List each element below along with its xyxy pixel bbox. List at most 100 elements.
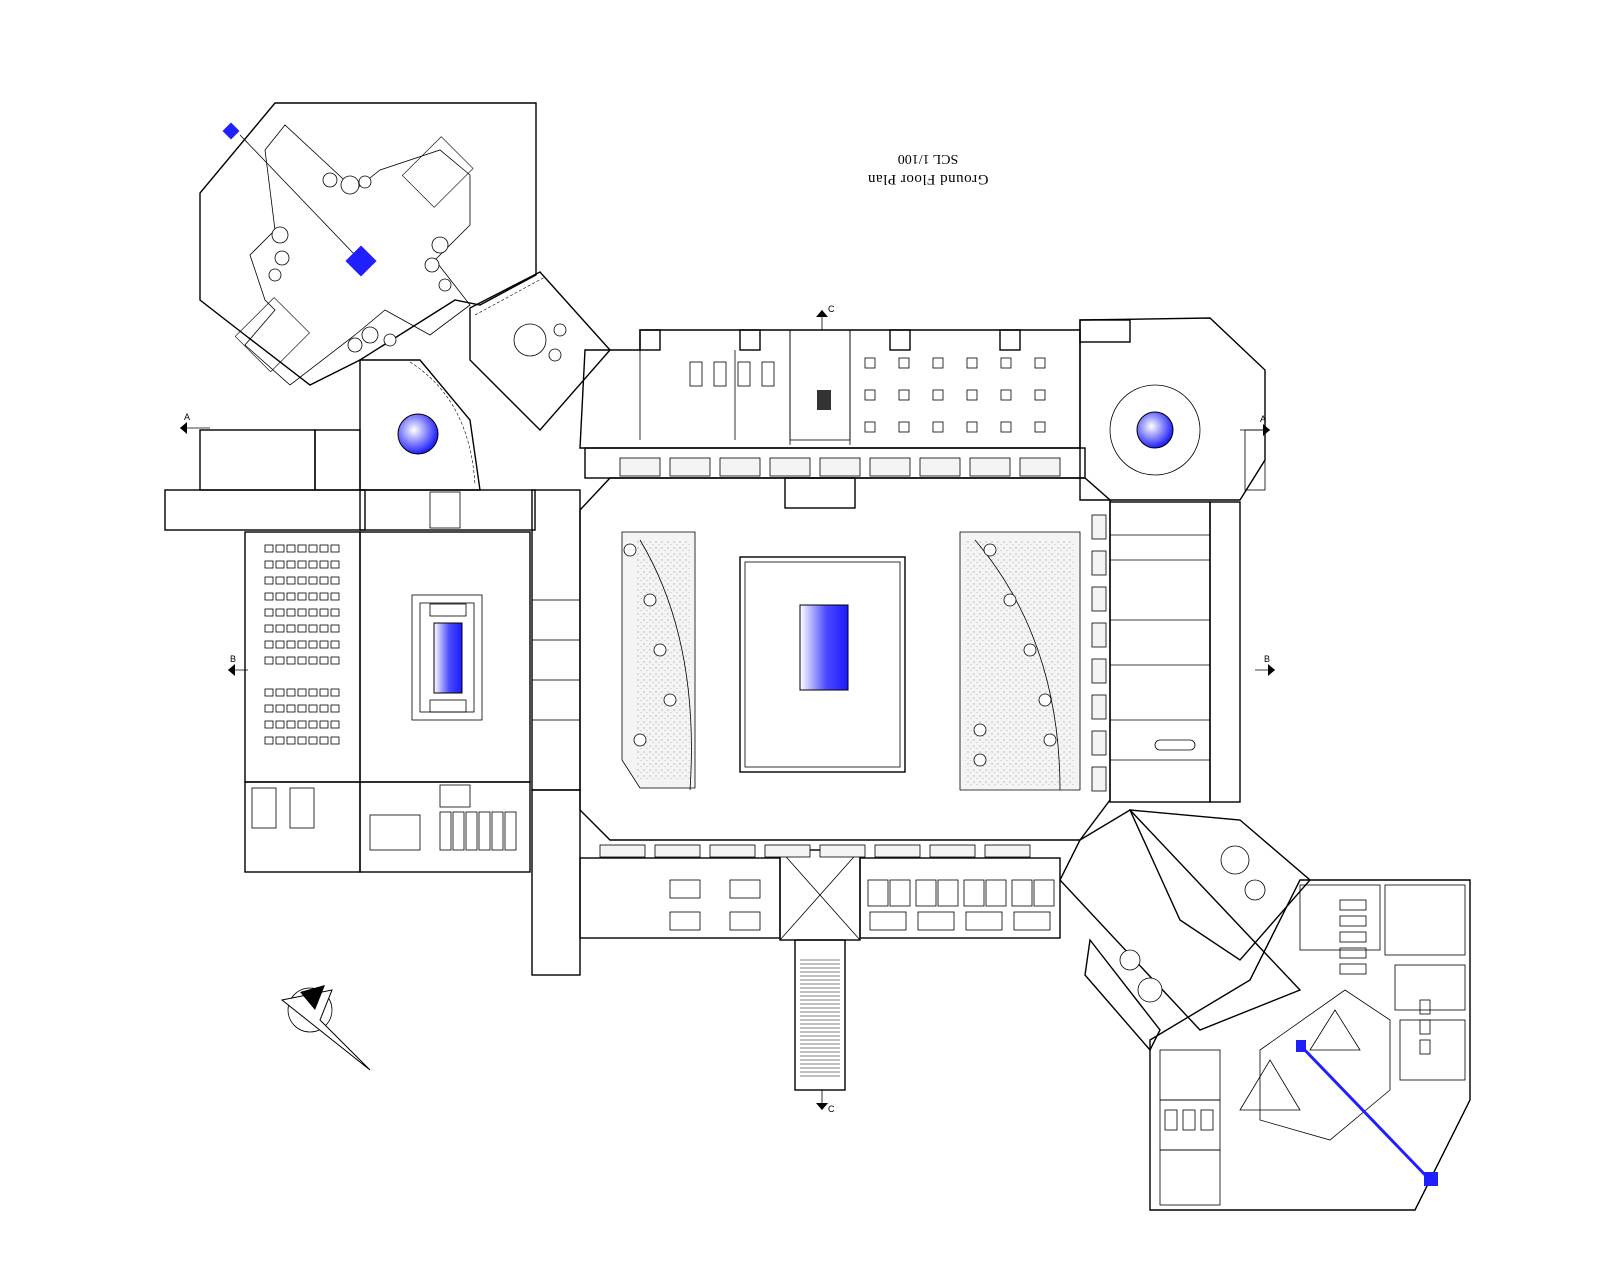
section-label-a-west: A [184,412,190,422]
seat [286,720,296,729]
office-desk [761,361,775,387]
seat [275,560,285,569]
tree-icon [973,753,987,767]
dining-table [898,389,910,401]
seat [264,688,274,697]
central-courtyard [579,477,1111,841]
seat [330,608,340,617]
seat [264,544,274,553]
planter-box [1091,730,1107,756]
seat [297,688,307,697]
seat [319,576,329,585]
seat [319,624,329,633]
seat [319,608,329,617]
seat [286,656,296,665]
seat [286,688,296,697]
seat [275,544,285,553]
planter-box [1091,694,1107,720]
bed [963,879,985,907]
seat [275,656,285,665]
seat [286,592,296,601]
section-marker-icon [228,664,248,676]
seat [275,608,285,617]
dining-table [932,357,944,369]
planter-box [1091,622,1107,648]
seat [275,720,285,729]
seat [308,608,318,617]
planter-box [819,844,866,858]
seat [319,560,329,569]
seat [297,640,307,649]
tree-icon [1043,733,1057,747]
seat [275,704,285,713]
dining-table [1034,421,1046,433]
dining-table [932,421,944,433]
seat [297,608,307,617]
seat [275,576,285,585]
seat [297,544,307,553]
seating-hall [244,531,361,783]
dining-table [966,389,978,401]
section-label-c-south: C [828,1104,835,1114]
seat [286,544,296,553]
se-villa-cluster [1149,879,1471,1211]
bathroom [869,911,907,931]
west-service-block [244,781,531,873]
seat [308,592,318,601]
west-pool-hall [359,531,531,783]
bed [1339,899,1367,911]
dining-table [966,421,978,433]
tree-icon [973,723,987,737]
seat [264,576,274,585]
seat [286,736,296,745]
dining-table [1034,357,1046,369]
planter-box [869,457,911,477]
dining-table [1000,389,1012,401]
tree-icon [663,693,677,707]
drawing-scale: SCL 1/100 [897,151,959,166]
seat [264,656,274,665]
dining-table [898,421,910,433]
seat [308,544,318,553]
seat [264,736,274,745]
bed [1200,1109,1214,1131]
seat [275,640,285,649]
section-marker-icon [1240,424,1270,436]
seat [308,576,318,585]
bed [867,879,889,907]
stall [478,811,491,851]
seat [264,560,274,569]
south-wing [579,844,1061,1091]
bed [1419,1039,1431,1055]
tree-icon [1003,593,1017,607]
planter-box [1091,658,1107,684]
seat [297,656,307,665]
dining-table [1000,357,1012,369]
tree-icon [623,543,637,557]
north-wing [579,329,1081,449]
planter-box [874,844,921,858]
seat [297,576,307,585]
office-desk [737,361,751,387]
bed [889,879,911,907]
stall [439,811,452,851]
seat [308,736,318,745]
tree-icon [1038,693,1052,707]
planter-box [1091,514,1107,540]
office-desk [713,361,727,387]
dining-table [932,389,944,401]
seat [286,560,296,569]
section-label-b-west: B [230,654,236,664]
seat [264,608,274,617]
section-markers: A A B B C C [180,304,1275,1114]
seat [286,624,296,633]
planter-box [819,457,861,477]
planter-box [599,844,646,858]
tree-icon [653,643,667,657]
diagonal-lounge [469,271,611,432]
dining-table [1000,421,1012,433]
planter-box [709,844,756,858]
bed [915,879,937,907]
seat [319,736,329,745]
